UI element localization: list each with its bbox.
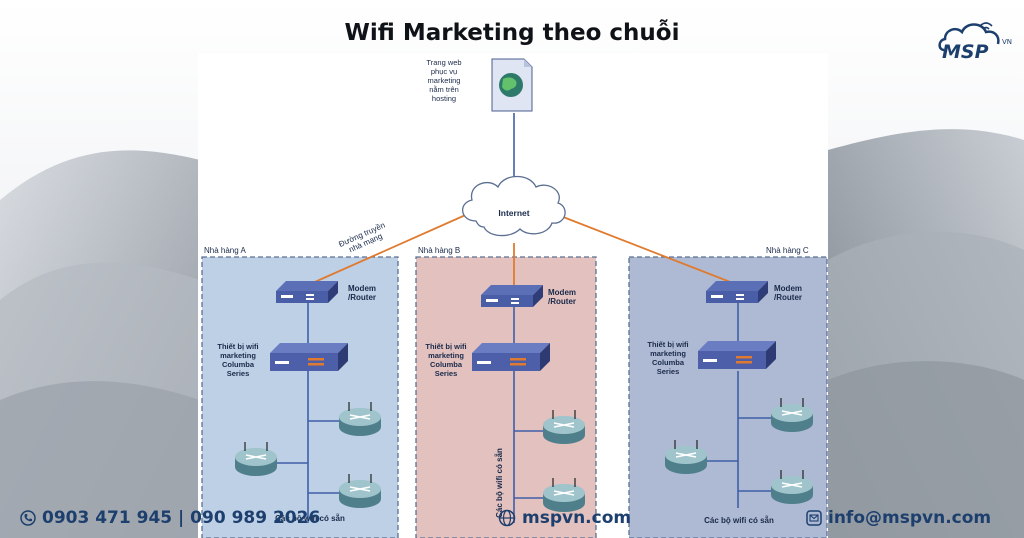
svg-text:marketing: marketing (428, 76, 461, 85)
footer-website[interactable]: mspvn.com (498, 508, 631, 528)
email-link: info@mspvn.com (828, 508, 992, 528)
website-link: mspvn.com (522, 508, 632, 528)
internet-cloud-icon (462, 175, 566, 237)
phone-numbers: 0903 471 945 | 090 989 2026 (42, 508, 321, 528)
email-icon (806, 510, 822, 526)
modem-router-icon (706, 281, 768, 303)
restaurant-a-label: Nhà hàng A (204, 246, 246, 255)
footer-email[interactable]: info@mspvn.com (806, 508, 991, 528)
svg-text:Trang web: Trang web (426, 58, 461, 67)
svg-text:Series: Series (227, 369, 250, 378)
globe-icon (498, 509, 516, 527)
web-document-icon (491, 58, 533, 112)
wifi-marketing-device-icon (270, 343, 348, 371)
modem-router-icon (481, 285, 543, 307)
svg-text:Series: Series (657, 367, 680, 376)
svg-text:Thiết bị wifi: Thiết bị wifi (647, 340, 688, 349)
svg-text:Các bộ wifi có sẵn: Các bộ wifi có sẵn (495, 448, 504, 518)
svg-text:Các bộ wifi có sẵn: Các bộ wifi có sẵn (704, 516, 774, 525)
svg-text:Columba: Columba (222, 360, 255, 369)
svg-text:marketing: marketing (220, 351, 256, 360)
svg-text:marketing: marketing (428, 351, 464, 360)
wifi-icon (979, 22, 993, 30)
msp-logo: MSP VN (938, 22, 1012, 62)
svg-text:Columba: Columba (652, 358, 685, 367)
wifi-marketing-device-icon (472, 343, 550, 371)
svg-text:Thiết bị wifi: Thiết bị wifi (425, 342, 466, 351)
restaurant-c-label: Nhà hàng C (766, 246, 809, 255)
svg-text:nằm trên: nằm trên (429, 85, 459, 94)
svg-text:/Router: /Router (348, 293, 376, 302)
wifi-marketing-device-icon (698, 341, 776, 369)
footer-phone[interactable]: 0903 471 945 | 090 989 2026 (20, 508, 320, 528)
svg-text:/Router: /Router (548, 297, 576, 306)
svg-text:Columba: Columba (430, 360, 463, 369)
svg-text:Modem: Modem (548, 288, 576, 297)
svg-text:Modem: Modem (348, 284, 376, 293)
svg-text:Thiết bị wifi: Thiết bị wifi (217, 342, 258, 351)
svg-text:MSP: MSP (942, 41, 989, 62)
svg-text:Modem: Modem (774, 284, 802, 293)
cloud-icon (938, 23, 1000, 52)
network-diagram: Nhà hàng A Nhà hàng B Nhà hàng C Trang w… (201, 58, 828, 538)
svg-text:Series: Series (435, 369, 458, 378)
svg-text:Internet: Internet (498, 208, 529, 218)
svg-text:marketing: marketing (650, 349, 686, 358)
modem-router-icon (276, 281, 338, 303)
page-title: Wifi Marketing theo chuỗi (344, 20, 680, 46)
svg-text:hosting: hosting (432, 94, 456, 103)
svg-text:VN: VN (1002, 38, 1012, 46)
phone-icon (20, 510, 36, 526)
svg-text:Các bộ wifi có sẵn: Các bộ wifi có sẵn (275, 514, 345, 523)
svg-text:/Router: /Router (774, 293, 802, 302)
svg-text:phục vụ: phục vụ (431, 67, 457, 76)
restaurant-b-label: Nhà hàng B (418, 246, 460, 255)
